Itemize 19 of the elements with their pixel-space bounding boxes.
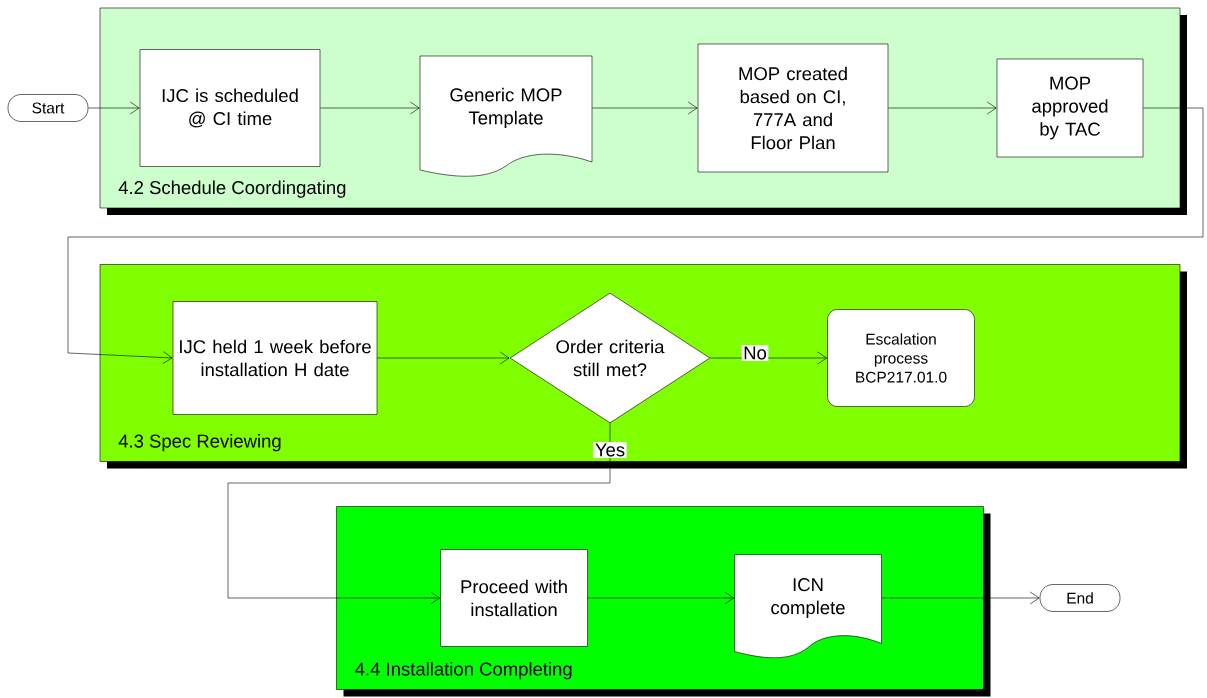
terminator: Start bbox=[7, 94, 89, 122]
arrow bbox=[320, 101, 420, 115]
arrow bbox=[881, 591, 1040, 605]
process-box: IJC held 1 week before installation H date bbox=[172, 301, 378, 415]
process-box: MOP created based on CI, 777A and Floor Plan bbox=[697, 43, 889, 173]
rounded-process-box: Escalation process BCP217.01.0 bbox=[827, 309, 975, 407]
edge-label: Yes bbox=[593, 442, 627, 458]
arrow bbox=[591, 101, 698, 115]
arrow bbox=[227, 423, 611, 605]
process-box: MOP approved by TAC bbox=[996, 58, 1144, 158]
edge-label: No bbox=[741, 345, 769, 361]
process-box: Proceed with installation bbox=[440, 549, 588, 647]
arrow bbox=[88, 101, 140, 115]
arrow bbox=[888, 101, 997, 115]
arrow bbox=[67, 107, 1204, 364]
process-box: IJC is scheduled @ CI time bbox=[139, 49, 321, 167]
terminator: End bbox=[1039, 584, 1121, 612]
arrow bbox=[587, 591, 735, 605]
arrow bbox=[377, 351, 510, 365]
